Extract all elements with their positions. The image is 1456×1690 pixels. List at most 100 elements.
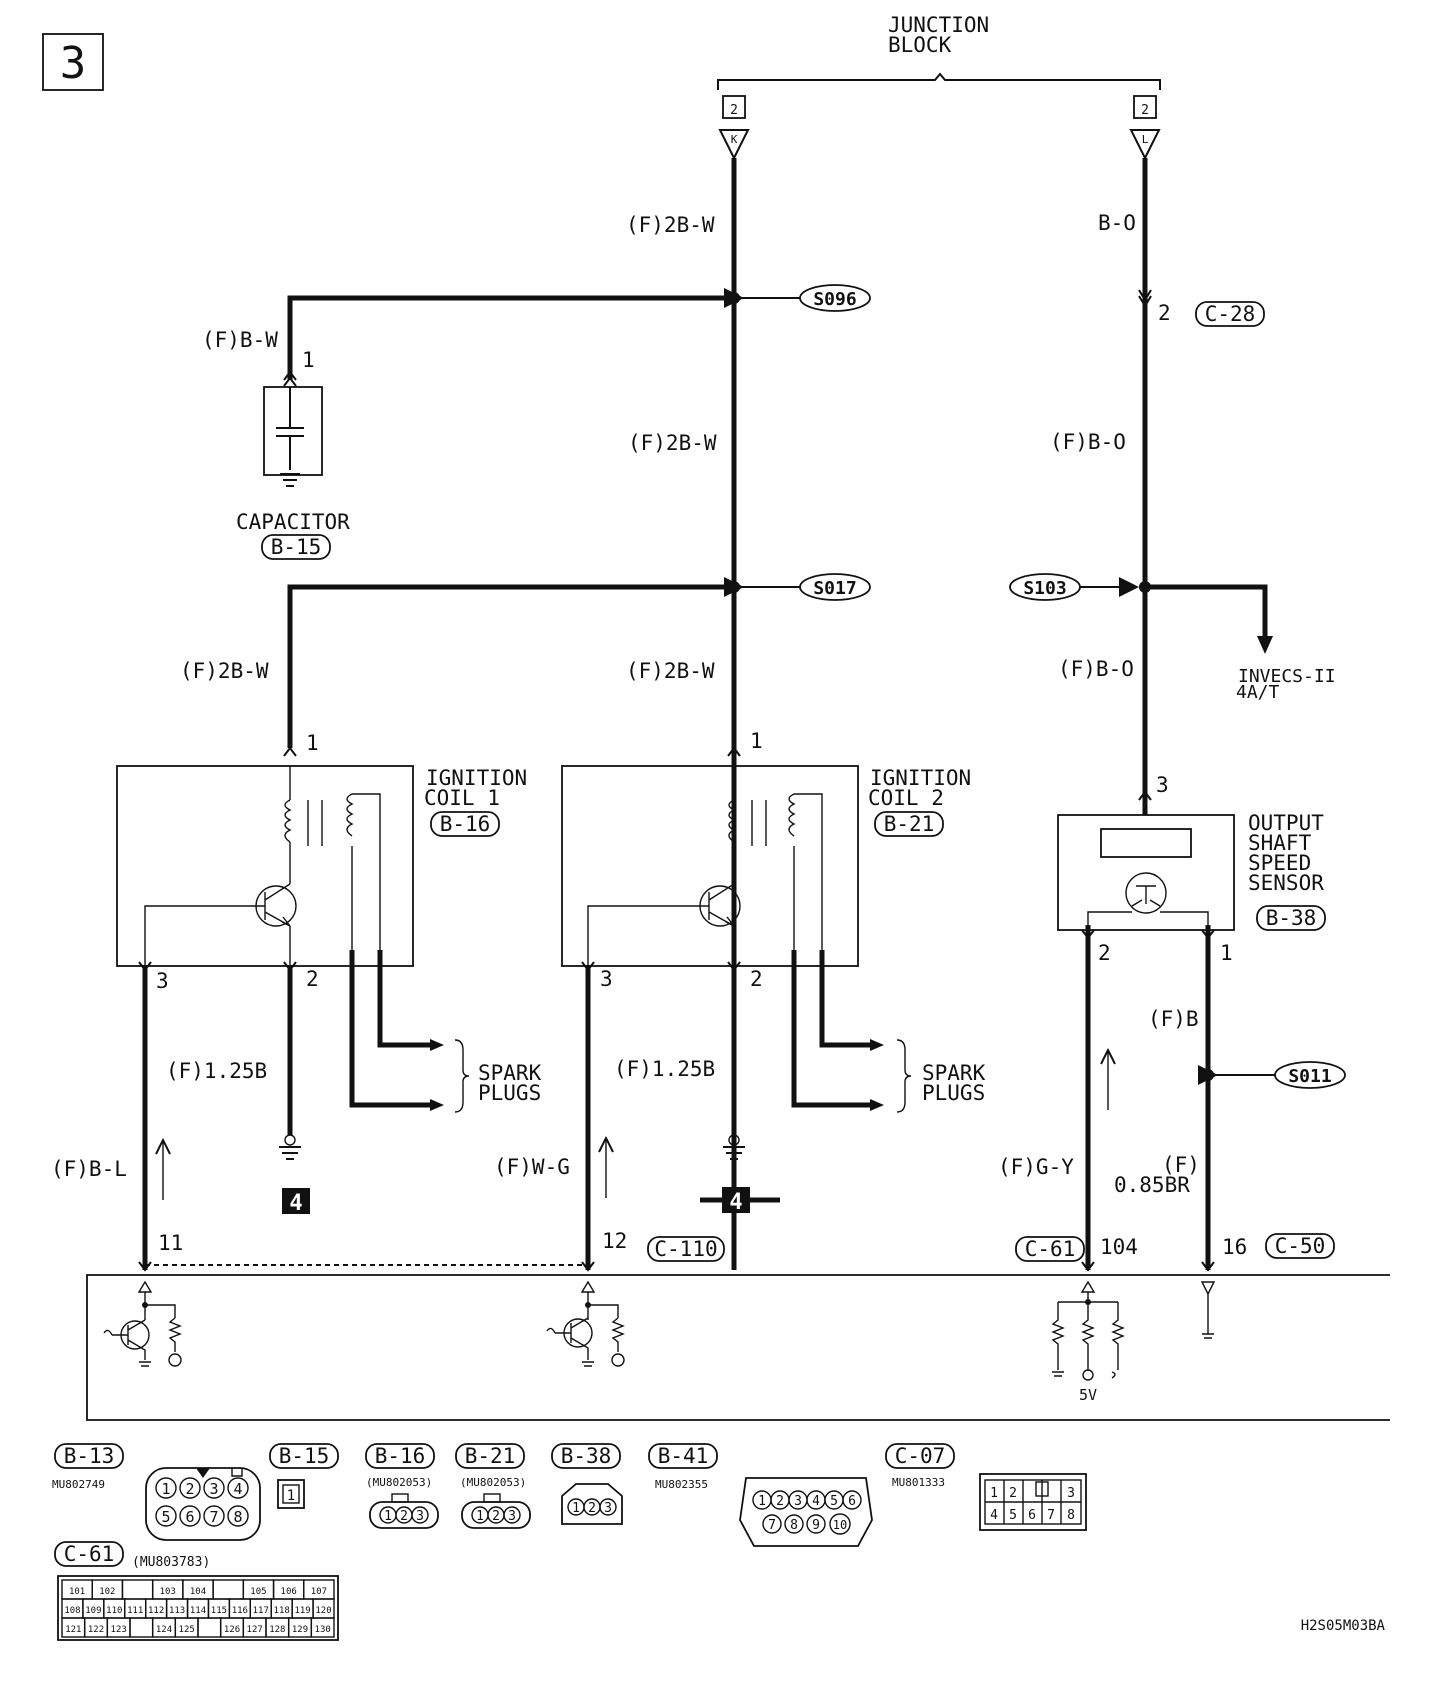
c07-pin-6: 6 [1028, 1508, 1036, 1523]
wire-label-l-low: (F)B-O [1058, 657, 1134, 681]
pin-coil2-in: 1 [750, 729, 763, 753]
c61-pin: 114 [190, 1606, 206, 1616]
spark1-label-2: PLUGS [478, 1081, 541, 1105]
tag-b38: B-38 [1266, 906, 1317, 930]
pin-sensor-sig: 2 [1098, 941, 1111, 965]
tag-c61: C-61 [1025, 1237, 1076, 1261]
b16-pin-2: 2 [400, 1509, 408, 1524]
invecs-label-1: INVECS-II [1238, 666, 1336, 687]
connector-view-b16: B-16 (MU802053) 1 2 3 [365, 1443, 439, 1529]
c61-pin: 115 [211, 1606, 227, 1616]
s011-label: S011 [1288, 1066, 1331, 1087]
c61-pin: 128 [269, 1625, 285, 1635]
pin-ecu-16: 16 [1222, 1235, 1247, 1259]
c61-pin: 110 [106, 1606, 122, 1616]
junction-block-label-2: BLOCK [888, 33, 952, 57]
signal-arrows [163, 1050, 1108, 1200]
connector-view-b15: B-15 1 [269, 1443, 339, 1509]
wire-spark1b [349, 950, 430, 1108]
wire-labels: (F)2B-W B-O (F)B-W (F)2B-W (F)B-O (F)2B-… [51, 211, 1200, 1197]
c61-pin: 102 [99, 1587, 115, 1597]
spark2-label-2: PLUGS [922, 1081, 985, 1105]
connector-view-c07: C-07 MU801333 1 2 3 4 5 6 7 8 [885, 1443, 1087, 1531]
junction-k-number: 2 [730, 103, 738, 118]
b21-view-label: B-21 [465, 1444, 516, 1468]
c61-pin: 124 [156, 1625, 172, 1635]
junction-l-letter: L [1142, 133, 1149, 146]
wire-label-sensor-ground-1: (F) [1162, 1153, 1200, 1177]
b41-pin-6: 6 [848, 1494, 856, 1509]
junction-block-label-1: JUNCTION [888, 13, 989, 37]
b41-pin-8: 8 [790, 1518, 798, 1533]
wire-label-coil1-feed: (F)2B-W [180, 659, 269, 683]
b13-pin-3: 3 [209, 1480, 218, 1498]
pin-ecu-11: 11 [158, 1231, 183, 1255]
b16-view-label: B-16 [375, 1444, 426, 1468]
b41-pin-4: 4 [812, 1494, 820, 1509]
wire-invecs [1145, 584, 1268, 638]
wire-label-coil2-feed: (F)2B-W [626, 659, 715, 683]
c61-pin: 130 [315, 1625, 331, 1635]
b21-pin-3: 3 [508, 1509, 516, 1524]
spark-plugs-1: SPARK PLUGS [454, 1039, 542, 1113]
c61-pin: 105 [250, 1587, 266, 1597]
spark1-label-1: SPARK [478, 1061, 542, 1085]
b13-pin-1: 1 [161, 1480, 170, 1498]
connector-tags: C-28 B-15 B-16 B-21 B-38 C-110 C-61 C-50 [261, 301, 1335, 1262]
capacitor-label: CAPACITOR [236, 510, 350, 534]
pin-sensor-pwr: 3 [1156, 773, 1169, 797]
wire-label-l-mid: (F)B-O [1050, 430, 1126, 454]
b41-view-label: B-41 [658, 1444, 709, 1468]
c61-part: (MU803783) [132, 1555, 210, 1570]
junction-block: JUNCTION BLOCK 2 K 2 L [717, 13, 1161, 161]
tag-c28: C-28 [1205, 302, 1256, 326]
b13-pin-2: 2 [185, 1480, 194, 1498]
c61-cell [121, 1579, 154, 1600]
b21-pin-1: 1 [476, 1509, 484, 1524]
lead-arrows [430, 636, 1273, 1111]
sensor-label-1: OUTPUT [1248, 811, 1324, 835]
c07-pin-1: 1 [990, 1486, 998, 1501]
wires [142, 158, 1268, 1270]
pin-coil1-sig: 3 [156, 969, 169, 993]
wire-spark2b [791, 950, 870, 1108]
wire-label-sensor-ground-top: (F)B [1148, 1007, 1199, 1031]
c61-pin: 117 [253, 1606, 269, 1616]
pin-cap: 1 [302, 348, 315, 372]
c61-pin: 101 [69, 1587, 85, 1597]
b13-pin-7: 7 [209, 1508, 218, 1526]
c61-cell [129, 1617, 154, 1638]
wire-spark1a [377, 950, 430, 1048]
c61-cell [212, 1579, 245, 1600]
b38-pin-2: 2 [588, 1501, 596, 1516]
diagram-code: H2S05M03BA [1301, 1618, 1386, 1634]
wire-label-capacitor: (F)B-W [202, 328, 278, 352]
s096-label: S096 [813, 289, 856, 310]
ground-coil-2: 4 [700, 1134, 780, 1215]
c61-pin: 122 [88, 1625, 104, 1635]
wire-coil1-feed [287, 584, 734, 748]
b41-pin-2: 2 [776, 1494, 784, 1509]
page-number: 3 [60, 38, 87, 89]
output-shaft-speed-sensor: OUTPUT SHAFT SPEED SENSOR [1057, 811, 1324, 931]
tag-c110: C-110 [654, 1237, 717, 1261]
b21-part: (MU802053) [460, 1476, 526, 1489]
b13-pin-6: 6 [185, 1508, 194, 1526]
ecu-box: 5V [86, 1274, 1390, 1421]
wire-label-coil1-ground: (F)1.25B [166, 1059, 267, 1083]
page-number-box: 3 [42, 33, 104, 91]
pin-c28: 2 [1158, 301, 1171, 325]
b38-pin-1: 1 [572, 1501, 580, 1516]
c61-cell [197, 1617, 222, 1638]
ground-coil-1: 4 [279, 1134, 310, 1216]
b15-view-label: B-15 [279, 1444, 330, 1468]
connector-ticks [138, 289, 1215, 1272]
coil1-label-2: COIL 1 [424, 786, 500, 810]
tag-b16: B-16 [440, 812, 491, 836]
splice-s103: S103 [1009, 573, 1151, 601]
pin-coil2-sig: 3 [600, 967, 613, 991]
tag-b21: B-21 [884, 812, 935, 836]
tag-c50: C-50 [1275, 1234, 1326, 1258]
